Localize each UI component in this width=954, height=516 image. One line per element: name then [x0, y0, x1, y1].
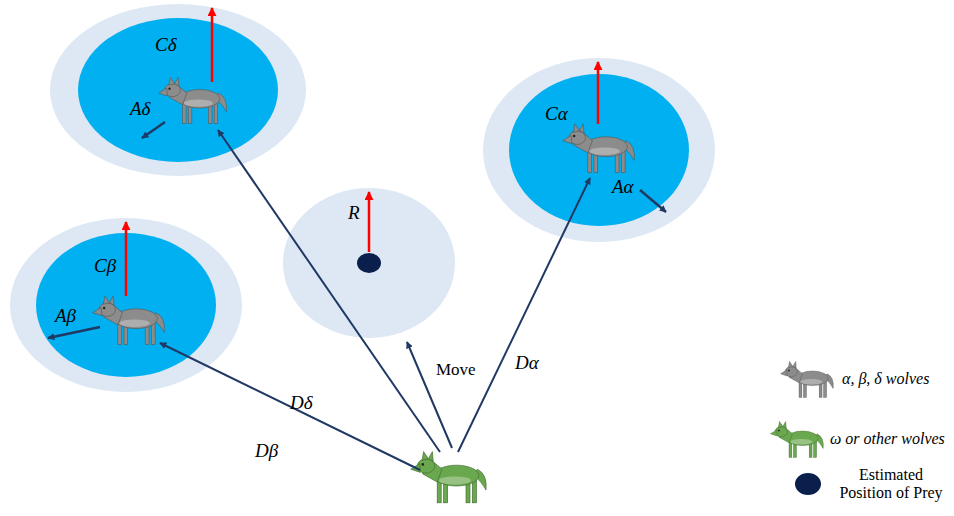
vector-label: Cβ	[94, 255, 116, 277]
legend-leader-wolf	[781, 362, 834, 398]
distance-arrow	[160, 343, 420, 470]
alpha-wolf	[563, 124, 635, 173]
c-vector-arrow	[211, 8, 214, 82]
prey-dot	[357, 253, 381, 273]
distance-label: Dδ	[290, 392, 313, 414]
distance-arrow	[458, 178, 590, 452]
distance-arrow	[218, 130, 440, 452]
vector-label: Aβ	[55, 305, 76, 327]
legend-text: Estimated Position of Prey	[834, 466, 948, 503]
distance-label: Dβ	[255, 440, 278, 462]
move-arrow	[407, 342, 452, 448]
outer-zone	[483, 58, 715, 242]
vector-label: R	[348, 202, 360, 224]
delta-wolf	[159, 77, 227, 123]
a-vector-arrow	[48, 327, 100, 338]
c-vector-arrow	[597, 62, 600, 124]
legend-text: ω or other wolves	[830, 430, 945, 448]
vector-label: Cα	[545, 103, 568, 125]
vector-label: Cδ	[155, 34, 177, 56]
legend-text: α, β, δ wolves	[842, 370, 929, 388]
inner-zone	[78, 18, 278, 162]
legend-omega-wolf	[771, 422, 824, 458]
a-vector-arrow	[640, 190, 666, 212]
distance-label: Dα	[515, 352, 539, 374]
r-vector-arrow	[368, 192, 371, 252]
legend-prey-dot	[795, 473, 821, 495]
outer-zone	[50, 4, 306, 176]
beta-wolf	[93, 296, 165, 345]
vector-label: Aδ	[130, 98, 150, 120]
vector-label: Aα	[612, 176, 634, 198]
action-label: Move	[436, 360, 476, 380]
omega-wolf	[411, 452, 486, 503]
c-vector-arrow	[125, 222, 128, 296]
a-vector-arrow	[142, 122, 165, 138]
